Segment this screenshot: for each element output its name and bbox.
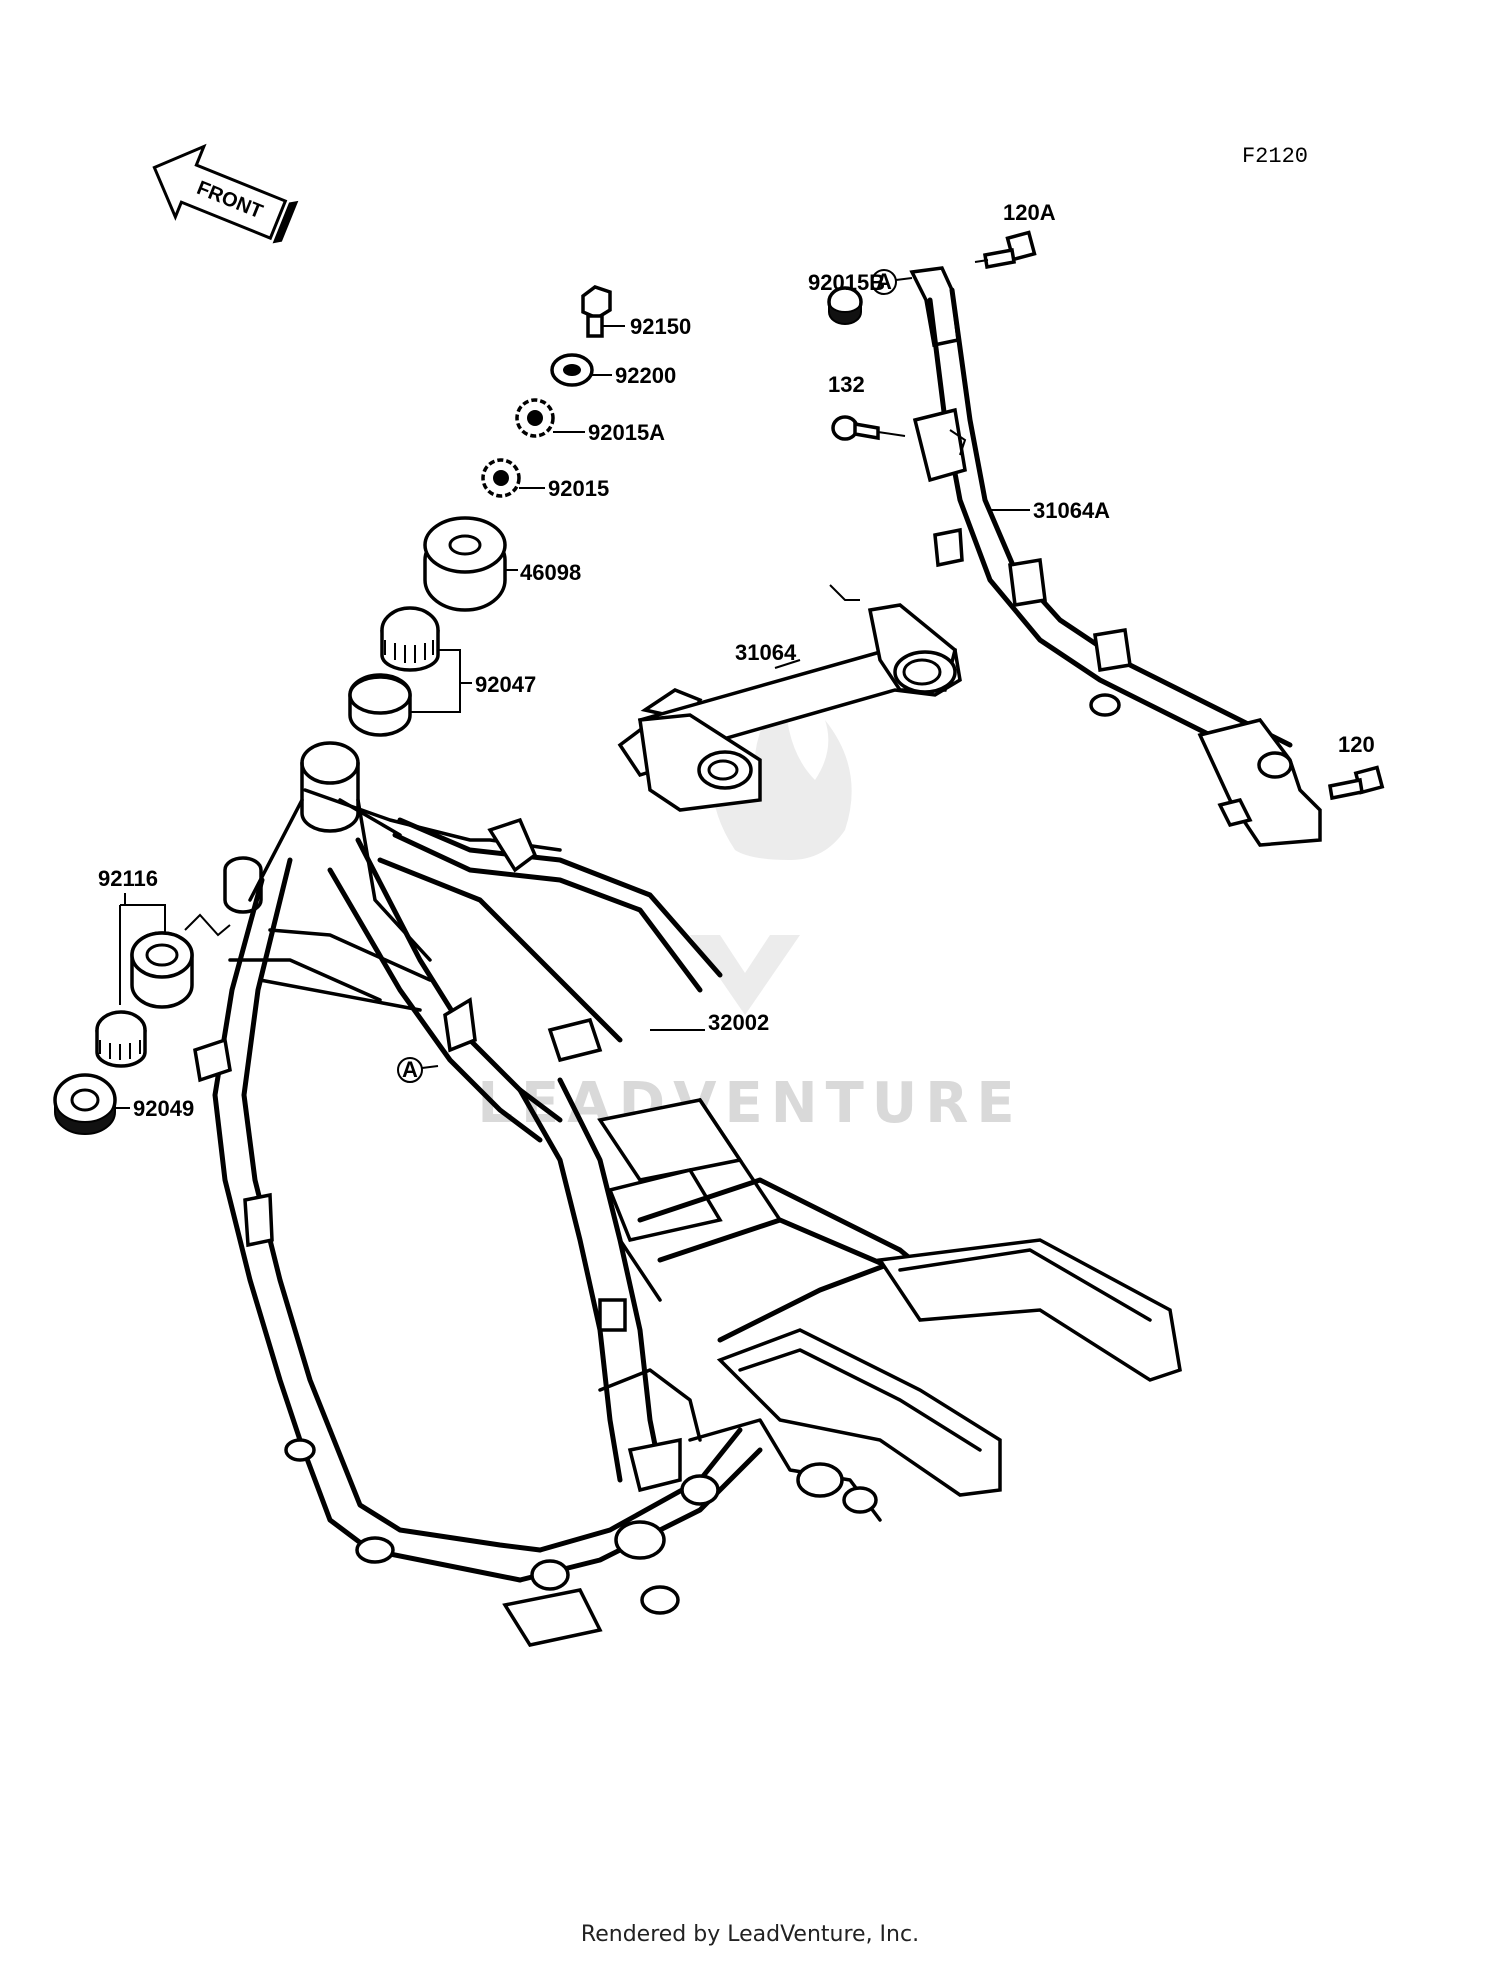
label-92116: 92116 xyxy=(98,866,158,891)
part-92150-bolt xyxy=(581,285,625,338)
frame-marker-a: A xyxy=(402,1057,418,1082)
label-46098: 46098 xyxy=(520,560,581,585)
watermark-text: LEADVENTURE xyxy=(477,1071,1022,1136)
footer-credit: Rendered by LeadVenture, Inc. xyxy=(580,1922,920,1947)
label-32002: 32002 xyxy=(708,1010,769,1035)
side-frame-marker-a: A xyxy=(876,269,892,294)
part-32002-main-frame: A xyxy=(193,741,1182,1647)
figure-code: F2120 xyxy=(1242,144,1308,169)
part-132-bolt xyxy=(831,415,906,441)
part-120A-bolt xyxy=(974,230,1037,270)
label-120A: 120A xyxy=(1003,200,1056,225)
label-92015B: 92015B xyxy=(808,270,885,295)
front-direction-arrow: FRONT xyxy=(152,143,299,244)
part-92015A-nut xyxy=(515,398,585,438)
label-92047: 92047 xyxy=(475,672,536,697)
part-92047-bearings xyxy=(348,606,472,737)
part-92116-races xyxy=(95,893,231,1068)
label-92200: 92200 xyxy=(615,363,676,388)
part-31064A-side-frame xyxy=(909,266,1322,847)
part-92015-nut xyxy=(481,458,545,498)
part-92015B-nut: A xyxy=(827,269,913,325)
part-120-bolt xyxy=(1327,765,1385,801)
part-92200-washer xyxy=(550,353,612,387)
label-120: 120 xyxy=(1338,732,1375,757)
label-92015: 92015 xyxy=(548,476,609,501)
part-46098-cap xyxy=(423,516,518,612)
part-31064-cross-member xyxy=(617,584,962,812)
label-92150: 92150 xyxy=(630,314,691,339)
label-31064: 31064 xyxy=(735,640,797,665)
part-92049-seal xyxy=(53,1073,130,1135)
watermark: LEADVENTURE xyxy=(477,690,1022,1136)
label-92015A: 92015A xyxy=(588,420,665,445)
label-92049: 92049 xyxy=(133,1096,194,1121)
label-132: 132 xyxy=(828,372,865,397)
label-31064A: 31064A xyxy=(1033,498,1110,523)
